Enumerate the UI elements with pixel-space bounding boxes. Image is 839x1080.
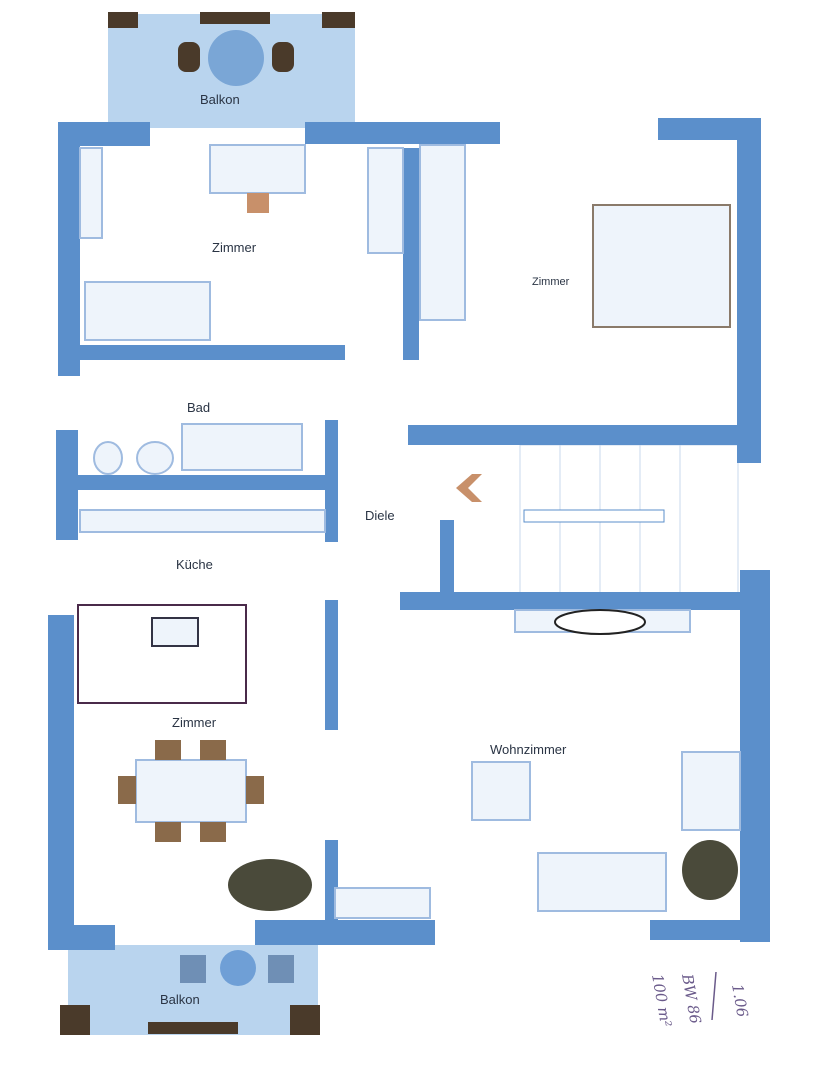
note-line-2: BW 86 xyxy=(678,972,705,1026)
room-label-bad: Bad xyxy=(187,400,210,415)
armchair-2 xyxy=(681,751,741,831)
note-line-1: 1.06 xyxy=(728,983,752,1019)
room-label-zimmer-top-right: Zimmer xyxy=(532,276,570,288)
room-label-zimmer-bottom-left: Zimmer xyxy=(172,715,217,730)
entrance-arrow-icon xyxy=(456,474,482,502)
desk xyxy=(209,144,306,194)
armchair xyxy=(471,761,531,821)
furniture xyxy=(77,144,741,919)
dining-table xyxy=(135,759,247,823)
room-label-balkon-bottom: Balkon xyxy=(160,992,200,1007)
balcony-table-bottom xyxy=(180,950,294,986)
plant-icon-2 xyxy=(682,840,738,900)
room-label-wohnzimmer: Wohnzimmer xyxy=(490,742,567,757)
sofa xyxy=(537,852,667,912)
note-line-3: 100 m² xyxy=(648,973,675,1029)
shelf-left xyxy=(79,147,103,239)
double-bed xyxy=(592,204,731,328)
bathtub xyxy=(181,423,303,471)
tv-unit xyxy=(334,887,431,919)
sofa-bed xyxy=(84,281,211,341)
handwritten-note: 1.06 BW 86 100 m² xyxy=(648,972,752,1029)
room-label-diele: Diele xyxy=(365,508,395,523)
walls xyxy=(48,118,770,950)
dining-chairs xyxy=(118,740,264,842)
balcony-table-top xyxy=(178,30,294,86)
washbasin xyxy=(136,441,174,475)
kitchen-counter xyxy=(79,509,326,533)
toilet xyxy=(93,441,123,475)
plant-icon xyxy=(228,859,312,911)
room-label-zimmer-top-left: Zimmer xyxy=(212,240,257,255)
room-label-kueche: Küche xyxy=(176,557,213,572)
living-table xyxy=(554,609,646,635)
balcony-planters xyxy=(60,12,355,1035)
desk-chair xyxy=(247,193,269,213)
staircase xyxy=(519,444,739,594)
stove xyxy=(151,617,199,647)
wardrobe-2 xyxy=(419,144,466,321)
wardrobe xyxy=(367,147,404,254)
kitchen-island xyxy=(77,604,247,704)
room-label-balkon-top: Balkon xyxy=(200,92,240,107)
